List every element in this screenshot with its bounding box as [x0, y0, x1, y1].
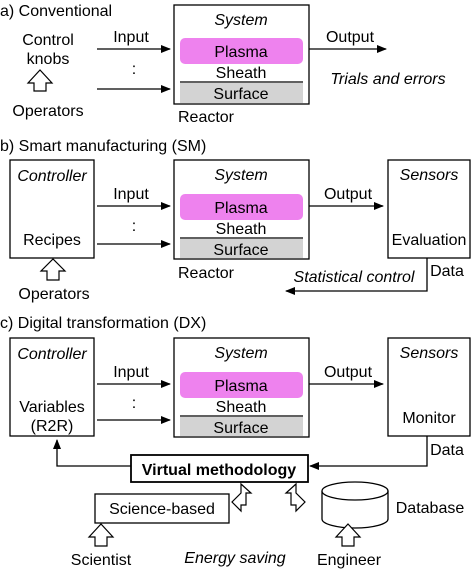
r2r-label: (R2R)	[31, 418, 74, 435]
controller-box	[9, 337, 95, 437]
sheath-label: Sheath	[216, 65, 267, 82]
energy-saving-label: Energy saving	[184, 550, 285, 567]
variables-label: Variables	[19, 399, 85, 416]
sensors-box	[387, 337, 471, 437]
panel-b: b) Smart manufacturing (SM) Controller R…	[0, 138, 471, 303]
reactor-label: Reactor	[178, 109, 235, 126]
plasma-label: Plasma	[214, 200, 267, 217]
surface-label: Surface	[213, 86, 268, 103]
output-label: Output	[326, 29, 375, 46]
controller-label: Controller	[17, 168, 87, 185]
engineer-up-arrow-icon	[334, 523, 362, 547]
input-label: Input	[113, 364, 149, 381]
control-knobs-label-2: knobs	[27, 51, 70, 68]
surface-region	[180, 417, 303, 436]
science-based-label: Science-based	[109, 501, 215, 518]
plasma-label: Plasma	[214, 44, 267, 61]
database-icon	[321, 481, 389, 529]
panel-b-heading: b) Smart manufacturing (SM)	[0, 138, 206, 155]
operators-up-arrow-icon	[26, 69, 54, 92]
virtual-to-controller-arrow	[53, 439, 131, 467]
plasma-region	[180, 194, 303, 220]
system-label: System	[214, 12, 267, 29]
input-dots: :	[132, 395, 136, 412]
evaluation-label: Evaluation	[392, 232, 467, 249]
scientist-label: Scientist	[71, 552, 132, 569]
surface-label: Surface	[213, 242, 268, 259]
recipes-label: Recipes	[23, 232, 81, 249]
feedback-arrow	[285, 258, 428, 295]
input-dots: :	[132, 61, 136, 78]
trials-label: Trials and errors	[330, 71, 445, 88]
panel-c: c) Digital transformation (DX) Controlle…	[0, 315, 471, 569]
monitor-label: Monitor	[402, 410, 456, 427]
sheath-label: Sheath	[216, 221, 267, 238]
sensors-box	[387, 159, 471, 259]
virtual-methodology-label: Virtual methodology	[142, 462, 296, 479]
statistical-control-label: Statistical control	[294, 269, 415, 286]
data-label: Data	[430, 442, 464, 459]
surface-region	[180, 239, 303, 258]
reactor-label: Reactor	[178, 265, 235, 282]
panel-a: a) Conventional Control knobs Operators …	[0, 3, 446, 126]
exchange-arrow-icon	[284, 482, 306, 513]
plasma-region	[180, 38, 303, 64]
science-based-box	[94, 493, 230, 524]
sheath-label: Sheath	[216, 399, 267, 416]
input-label: Input	[113, 186, 149, 203]
panel-a-heading: a) Conventional	[0, 3, 112, 20]
operators-label: Operators	[12, 103, 83, 120]
plasma-region	[180, 372, 303, 398]
system-label: System	[214, 345, 267, 362]
surface-label: Surface	[213, 420, 268, 437]
controller-label: Controller	[17, 346, 87, 363]
database-label: Database	[396, 500, 465, 517]
control-knobs-label-1: Control	[22, 32, 74, 49]
operators-up-arrow-icon	[39, 258, 67, 281]
sensors-label: Sensors	[400, 167, 459, 184]
system-label: System	[214, 167, 267, 184]
controller-box	[9, 159, 95, 259]
operators-label: Operators	[18, 286, 89, 303]
plasma-label: Plasma	[214, 378, 267, 395]
sensors-label: Sensors	[400, 345, 459, 362]
data-label: Data	[430, 263, 464, 280]
exchange-arrow-icon	[231, 482, 253, 513]
data-to-virtual-arrow	[309, 436, 428, 470]
surface-region	[180, 83, 303, 103]
output-label: Output	[324, 186, 373, 203]
output-label: Output	[324, 364, 373, 381]
input-dots: :	[132, 218, 136, 235]
panel-c-heading: c) Digital transformation (DX)	[0, 315, 206, 332]
scientist-up-arrow-icon	[87, 523, 115, 547]
engineer-label: Engineer	[317, 552, 382, 569]
input-label: Input	[113, 29, 149, 46]
virtual-methodology-box	[130, 454, 309, 483]
